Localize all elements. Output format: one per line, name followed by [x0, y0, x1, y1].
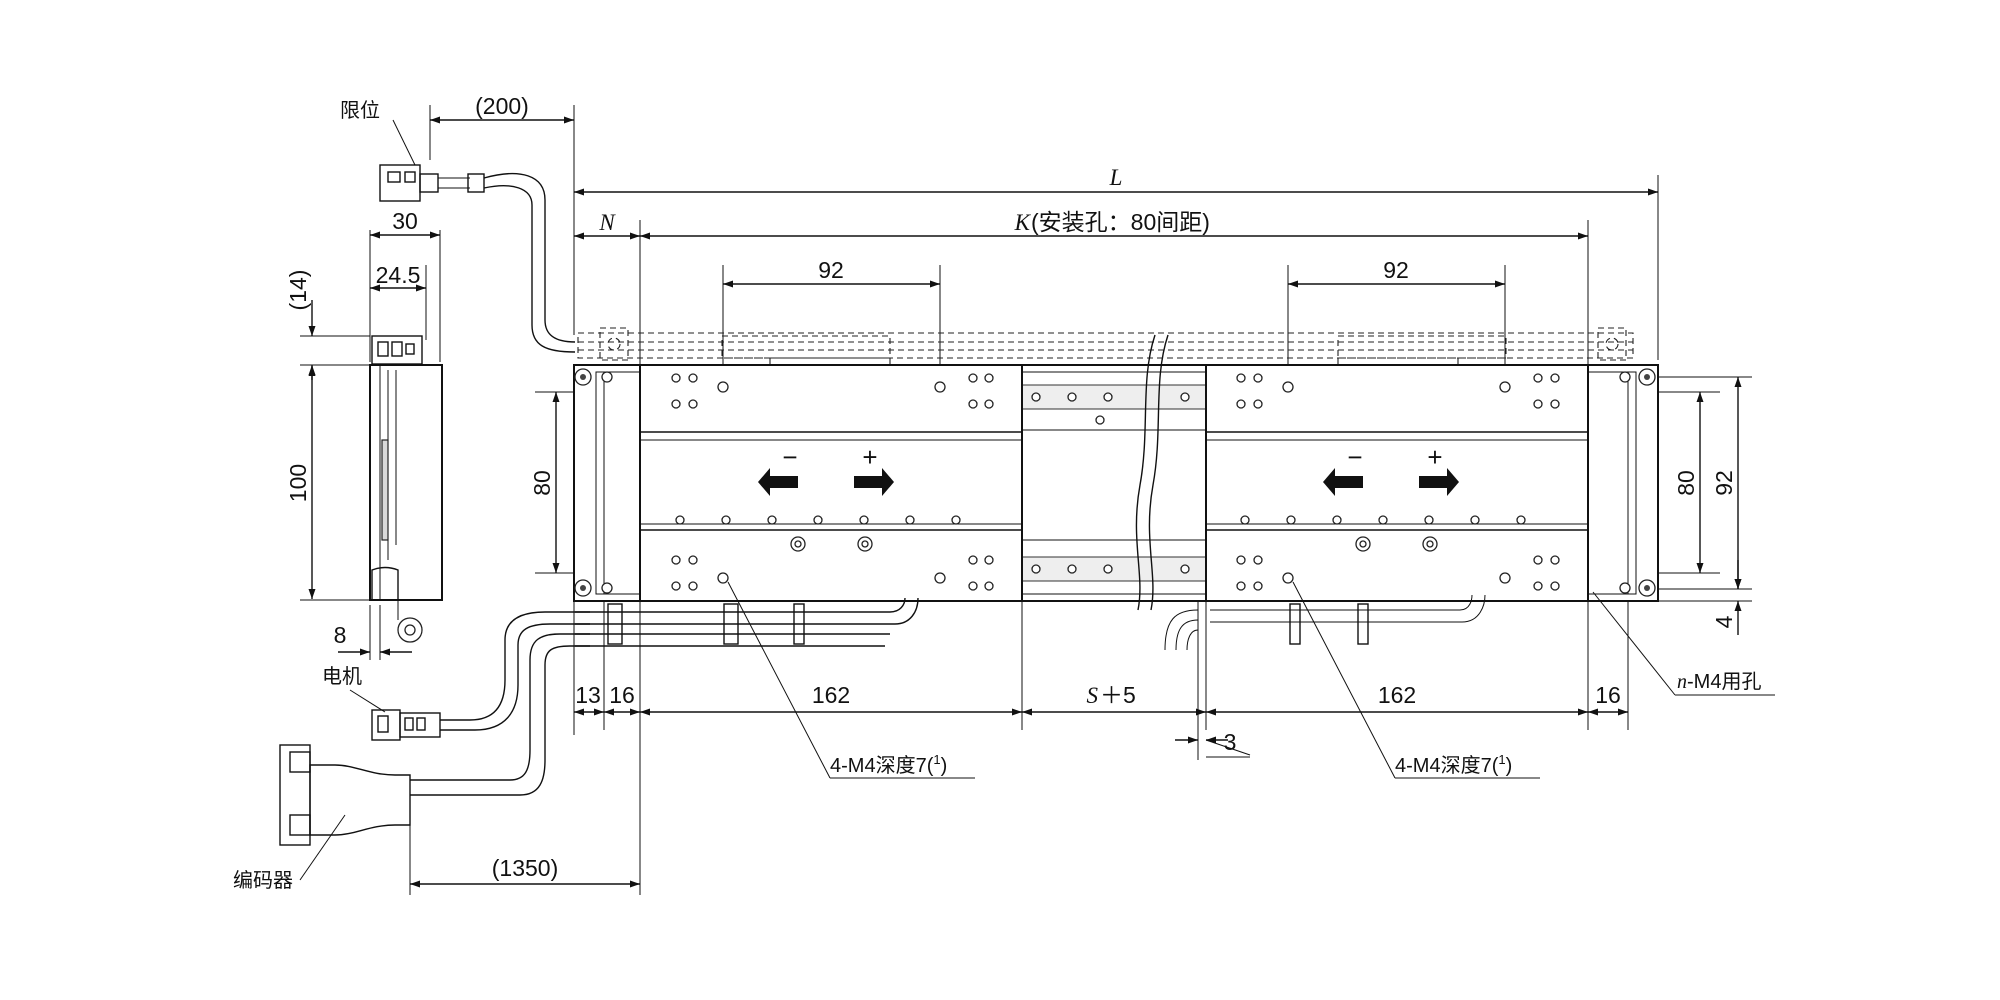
hole-note-left: 4-M4深度7(1) — [830, 752, 947, 777]
dim-K: K — [1014, 210, 1032, 235]
dim-3: 3 — [1224, 729, 1237, 755]
dim-S: S — [1087, 683, 1099, 708]
encoder-label: 编码器 — [233, 869, 293, 892]
motor-connector — [371, 611, 590, 741]
plus-sign-right: + — [1427, 442, 1442, 472]
limit-label: 限位 — [340, 99, 380, 122]
dim-162-right: 162 — [1378, 682, 1416, 708]
dim-16-right: 16 — [1595, 682, 1621, 708]
dim-13: 13 — [575, 682, 601, 708]
carriage-left: − + — [639, 364, 1023, 602]
dim-80-left: 80 — [529, 470, 555, 496]
cables-bottom — [575, 594, 1486, 651]
corner-holes — [574, 368, 1656, 597]
dim-8: 8 — [334, 622, 347, 648]
dim-K-note: (安装孔：80间距) — [1031, 209, 1210, 235]
callouts: 4-M4深度7(1) 4-M4深度7(1) n-M4用孔 — [727, 581, 1775, 779]
dim-16-left: 16 — [609, 682, 635, 708]
dim-4: 4 — [1711, 615, 1737, 628]
side-dimensions: 30 24.5 (14) 100 8 — [285, 208, 441, 660]
dim-92-left: 92 — [818, 257, 844, 283]
dim-80-right: 80 — [1673, 470, 1699, 496]
top-view: − + − — [409, 327, 1775, 895]
dim-92-vertical: 92 — [1711, 470, 1737, 496]
dim-L: L — [1109, 165, 1123, 190]
encoder-connector — [279, 633, 590, 846]
top-view-dimensions: 80 80 92 4 13 16 162 — [409, 376, 1752, 895]
carriage-right: − + — [1205, 364, 1589, 602]
top-dimensions: (200) L N K (安装孔：80间距) 92 92 — [429, 93, 1659, 392]
minus-sign-right: − — [1347, 442, 1362, 472]
dim-30: 30 — [392, 208, 418, 234]
rail-holes — [1031, 392, 1190, 574]
dim-1350: (1350) — [492, 855, 558, 881]
motor-label: 电机 — [322, 665, 362, 688]
dim-200: (200) — [475, 93, 529, 119]
side-view: 限位 30 24.5 (14) — [233, 99, 590, 892]
break-line-a — [1135, 334, 1156, 611]
dim-14: (14) — [285, 270, 311, 311]
dim-24-5: 24.5 — [376, 262, 421, 288]
dim-162-left: 162 — [812, 682, 850, 708]
side-body — [369, 364, 443, 601]
dim-92-right: 92 — [1383, 257, 1409, 283]
minus-sign-left: − — [782, 442, 797, 472]
limit-leader — [392, 119, 416, 166]
dim-N: N — [598, 210, 616, 235]
break-line-b — [1148, 334, 1169, 611]
limit-connector — [379, 164, 576, 353]
dim-S-suffix: ＋5 — [1100, 682, 1136, 708]
motor-leader — [349, 689, 386, 713]
dim-100: 100 — [285, 464, 311, 502]
encoder-leader — [299, 814, 346, 881]
hole-note-right: 4-M4深度7(1) — [1395, 752, 1512, 777]
plus-sign-left: + — [862, 442, 877, 472]
limit-rail-dashed — [577, 327, 1634, 397]
n-hole-note: n-M4用孔 — [1677, 670, 1761, 693]
